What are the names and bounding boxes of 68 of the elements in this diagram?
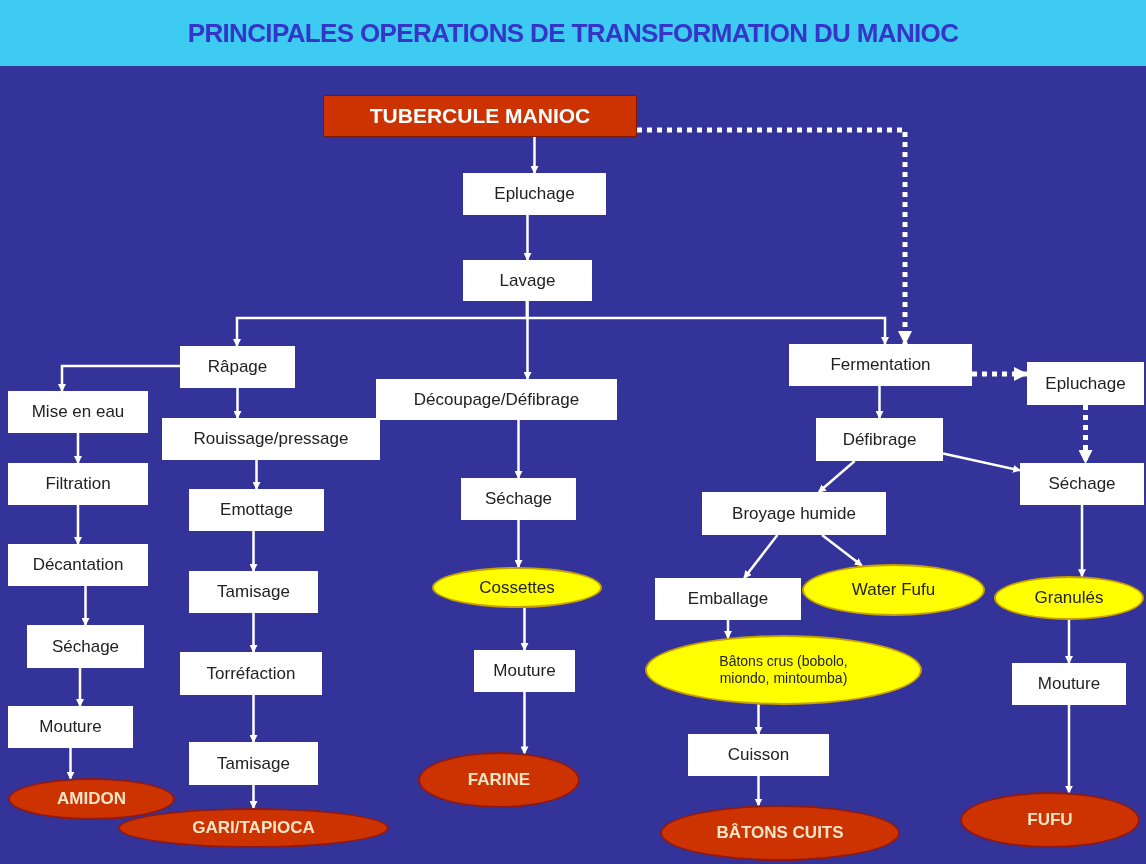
process-box: Fermentation	[789, 344, 972, 386]
title: PRINCIPALES OPERATIONS DE TRANSFORMATION DU MANIOC	[187, 16, 959, 50]
process-box: Cuisson	[688, 734, 829, 776]
process-box: Broyage humide	[702, 492, 886, 535]
final-product-ellipse: FUFU	[960, 792, 1140, 848]
arrow	[821, 534, 863, 567]
arrow	[1065, 620, 1073, 664]
process-box: Séchage	[27, 625, 144, 668]
arrow	[249, 785, 258, 809]
arrow	[514, 420, 523, 479]
final-product-ellipse: AMIDON	[8, 778, 175, 820]
dotted-arrow	[972, 367, 1028, 381]
arrow	[58, 364, 180, 392]
final-product-ellipse: FARINE	[418, 752, 580, 808]
arrow	[1078, 505, 1086, 578]
arrow	[81, 586, 90, 626]
arrow	[74, 433, 82, 464]
process-box: Mouture	[8, 706, 133, 748]
arrow	[875, 386, 884, 419]
product-ellipse: Cossettes	[432, 567, 602, 608]
process-box: Mise en eau	[8, 391, 148, 433]
product-ellipse: Water Fufu	[802, 564, 985, 616]
arrow	[249, 613, 258, 653]
arrow	[1065, 705, 1073, 794]
process-box: Séchage	[1020, 463, 1144, 505]
process-box: Rouissage/pressage	[162, 418, 380, 460]
process-box: Lavage	[463, 260, 592, 301]
process-box: Epluchage	[463, 173, 606, 215]
process-box: Mouture	[1012, 663, 1126, 705]
arrow	[743, 534, 779, 579]
process-box: Découpage/Défibrage	[376, 379, 617, 420]
arrow	[74, 505, 82, 545]
arrow	[520, 607, 529, 651]
arrow	[525, 301, 889, 345]
dotted-arrow	[637, 127, 912, 345]
arrow	[754, 776, 763, 807]
source-box: TUBERCULE MANIOC	[323, 95, 637, 137]
process-box: Décantation	[8, 544, 148, 586]
process-box: Emballage	[655, 578, 801, 620]
arrow	[942, 452, 1021, 473]
process-box: Tamisage	[189, 742, 318, 785]
arrow	[252, 460, 261, 490]
arrow	[249, 531, 258, 572]
dotted-arrow	[1078, 405, 1093, 464]
arrow	[66, 748, 75, 780]
arrow	[233, 388, 242, 419]
arrow	[523, 301, 532, 380]
arrow	[523, 215, 532, 261]
arrow	[754, 704, 763, 735]
process-box: Mouture	[474, 650, 575, 692]
arrow	[520, 692, 529, 755]
process-box: Epluchage	[1027, 362, 1144, 405]
arrow	[76, 668, 84, 707]
product-ellipse: Granulés	[994, 576, 1144, 620]
process-box: Séchage	[461, 478, 576, 520]
final-product-ellipse: GARI/TAPIOCA	[118, 808, 389, 848]
arrow	[249, 695, 258, 743]
arrow	[514, 520, 523, 568]
process-box: Filtration	[8, 463, 148, 505]
final-product-ellipse: BÂTONS CUITS	[660, 805, 900, 861]
process-box: Râpage	[180, 346, 295, 388]
arrow	[818, 460, 856, 493]
process-box: Tamisage	[189, 571, 318, 613]
arrow	[530, 137, 539, 174]
product-ellipse: Bâtons crus (bobolo, miondo, mintoumba)	[645, 635, 922, 705]
process-box: Torréfaction	[180, 652, 322, 695]
process-box: Défibrage	[816, 418, 943, 461]
process-box: Emottage	[189, 489, 324, 531]
